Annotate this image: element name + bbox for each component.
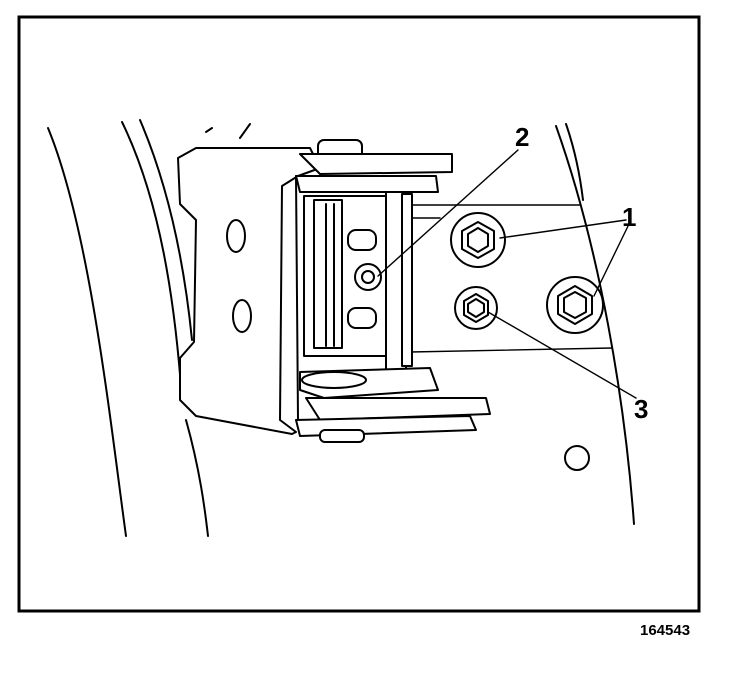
leader-lines <box>377 149 637 399</box>
door-edge-lines <box>47 119 251 537</box>
hinge-bolt-lower <box>546 276 604 334</box>
callout-3: 3 <box>634 394 648 424</box>
body-hole <box>564 445 590 471</box>
body-pillar-lines <box>409 123 635 525</box>
figure-id: 164543 <box>640 622 691 639</box>
callout-2: 2 <box>515 122 529 152</box>
torx-screw <box>354 263 382 291</box>
hinge-body-bracket <box>295 139 491 443</box>
hinge-nut <box>454 286 498 330</box>
hinge-bolt-upper <box>450 212 506 268</box>
callout-1: 1 <box>622 202 636 232</box>
